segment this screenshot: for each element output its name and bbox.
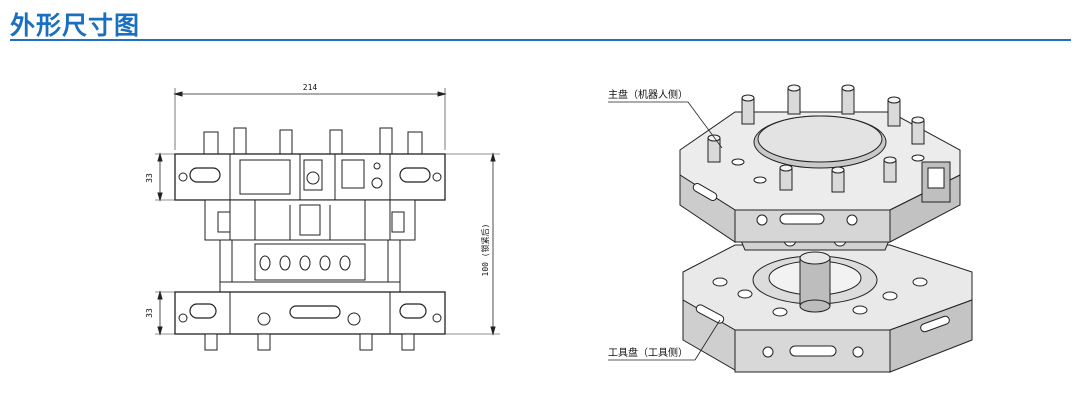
dim-width-label: 214 <box>303 83 318 92</box>
dim-bottom-plate-label: 33 <box>145 308 154 318</box>
dim-total-height-label: 100 (锁紧后) <box>480 224 490 277</box>
title-underline <box>10 39 1071 41</box>
dim-top-plate-label: 33 <box>145 173 154 183</box>
label-master-plate: 主盘（机器人侧） <box>608 88 688 101</box>
page-title: 外形尺寸图 <box>10 11 141 40</box>
front-view-drawing <box>155 88 500 351</box>
iso-view-drawing <box>608 84 973 373</box>
label-tool-plate: 工具盘（工具侧） <box>608 346 688 359</box>
